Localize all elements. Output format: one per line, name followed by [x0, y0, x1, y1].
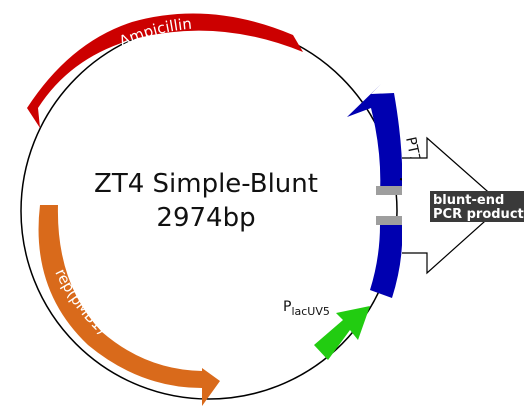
ampicillin-arrow	[27, 13, 303, 128]
insert-label-line2: PCR product	[433, 207, 524, 222]
t7-promoter-label: PT7	[402, 136, 423, 165]
cloning-site-marker-bottom	[376, 216, 403, 225]
rep-pmb1-arrow	[38, 205, 220, 406]
insert-label-box	[430, 191, 524, 222]
lacuv5-promoter-arrow	[314, 306, 370, 360]
lacuv5-promoter-label: PlacUV5	[283, 299, 330, 318]
t7-promoter-arrow	[347, 84, 403, 193]
lac-region-arrow	[370, 225, 403, 298]
insert-label-line1: blunt-end	[433, 193, 504, 208]
plasmid-name: ZT4 Simple-Blunt	[94, 169, 318, 199]
plasmid-size: 2974bp	[156, 203, 255, 233]
cloning-site-marker-top	[376, 186, 403, 195]
t7-promoter-label-group: PT7	[402, 136, 423, 165]
